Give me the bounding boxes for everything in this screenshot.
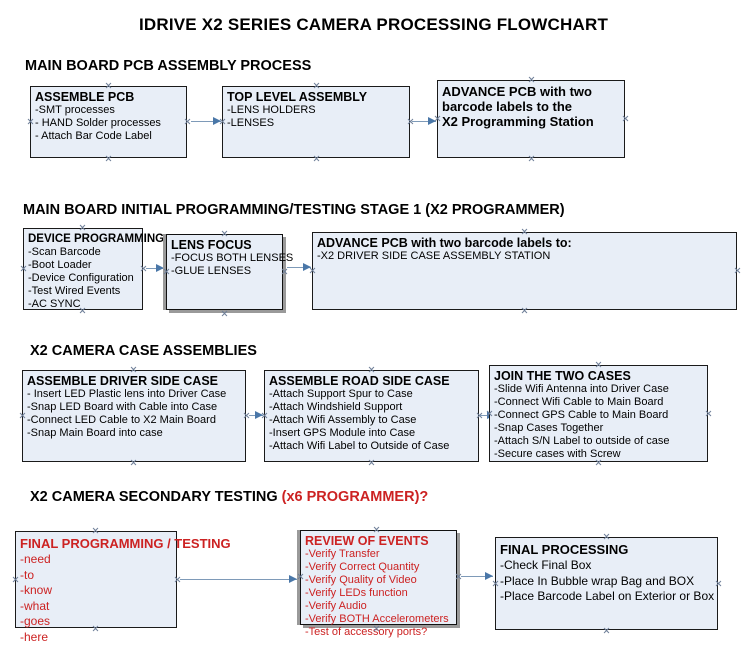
node-header: DEVICE PROGRAMMING — [28, 233, 165, 245]
node-line: -Place Barcode Label on Exterior or Box — [500, 589, 715, 603]
node-line: -here — [20, 629, 49, 644]
page-title: IDRIVE X2 SERIES CAMERA PROCESSING FLOWC… — [138, 15, 609, 34]
node-header: FINAL PROCESSING — [500, 542, 629, 557]
arrow-driver-side-to-road-side — [249, 411, 263, 420]
node-join-the-two-cases[interactable]: JOIN THE TWO CASES -Slide Wifi Antenna i… — [489, 365, 708, 462]
node-header: ASSEMBLE DRIVER SIDE CASE — [27, 374, 219, 388]
node-header: ASSEMBLE ROAD SIDE CASE — [269, 374, 450, 388]
node-header: REVIEW OF EVENTS — [305, 534, 429, 548]
node-line: -Slide Wifi Antenna into Driver Case — [494, 383, 669, 395]
node-header: LENS FOCUS — [171, 238, 252, 252]
section-heading-x2-camera-secondary-testing: X2 CAMERA SECONDARY TESTING (x6 PROGRAMM… — [30, 489, 428, 505]
arrow-review-of-events-to-final-processing — [461, 572, 493, 581]
node-line: -Place In Bubble wrap Bag and BOX — [500, 573, 695, 588]
arrow-device-programming-to-lens-focus — [146, 264, 164, 273]
node-line: -LENS HOLDERS — [227, 104, 316, 116]
node-advance-pcb-x2-programming-station[interactable]: ADVANCE PCB with two barcode labels to t… — [437, 80, 625, 158]
node-line: -Check Final Box — [500, 558, 592, 572]
node-final-programming-testing[interactable]: FINAL PROGRAMMING / TESTING -need -to -k… — [15, 531, 231, 644]
node-line: -Verify Audio — [305, 600, 367, 612]
node-line: -Attach S/N Label to outside of case — [494, 435, 670, 447]
node-header: ADVANCE PCB with two barcode labels to: — [317, 236, 572, 250]
node-line: -Connect LED Cable to X2 Main Board — [27, 414, 216, 426]
node-line: - Insert LED Plastic lens into Driver Ca… — [27, 388, 227, 400]
section-heading-main-board-initial-programming: MAIN BOARD INITIAL PROGRAMMING/TESTING S… — [23, 202, 565, 218]
node-line: -to — [20, 567, 35, 582]
node-line: -FOCUS BOTH LENSES — [171, 252, 294, 264]
node-line: -Verify Correct Quantity — [305, 561, 420, 573]
arrow-top-level-assembly-to-advance-pcb — [412, 117, 436, 126]
node-line: -Connect Wifi Cable to Main Board — [494, 396, 664, 408]
node-line: -what — [20, 598, 50, 613]
node-final-processing[interactable]: FINAL PROCESSING -Check Final Box -Place… — [495, 537, 718, 630]
node-line: -Device Configuration — [28, 272, 134, 284]
node-assemble-pcb[interactable]: ASSEMBLE PCB -SMT processes - HAND Solde… — [30, 86, 187, 158]
node-header: FINAL PROGRAMMING / TESTING — [20, 536, 231, 551]
node-line: -Snap Main Board into case — [27, 427, 163, 439]
node-line: -Secure cases with Screw — [494, 448, 621, 460]
node-line: - HAND Solder processes — [35, 117, 161, 129]
node-assemble-road-side-case[interactable]: ASSEMBLE ROAD SIDE CASE -Attach Support … — [264, 370, 479, 462]
node-line: -know — [20, 583, 53, 597]
node-line: -GLUE LENSES — [171, 265, 252, 277]
arrow-final-programming-to-review-of-events — [180, 575, 297, 584]
node-line: -Verify Quality of Video — [305, 574, 417, 586]
connector-handle-bottom[interactable] — [221, 310, 228, 317]
node-line: - Attach Bar Code Label — [35, 130, 152, 142]
node-line: -Attach Wifi Label to Outside of Case — [269, 440, 450, 452]
node-line: -need — [20, 552, 51, 566]
section-heading-accent: (x6 PROGRAMMER)? — [281, 489, 429, 505]
node-line: -Connect GPS Cable to Main Board — [494, 409, 669, 421]
node-line: -Verify Transfer — [305, 548, 380, 560]
section-heading-text: X2 CAMERA SECONDARY TESTING — [30, 489, 282, 505]
node-line: -SMT processes — [35, 104, 115, 116]
node-line: -Test Wired Events — [28, 285, 121, 297]
node-line: -Verify LEDs function — [305, 587, 408, 599]
node-line: -Attach Wifi Assembly to Case — [269, 414, 417, 426]
node-line: -LENSES — [227, 117, 275, 129]
node-line: -AC SYNC — [28, 298, 81, 310]
arrow-assemble-pcb-to-top-level-assembly — [191, 117, 221, 126]
node-advance-pcb-driver-side-case[interactable]: ADVANCE PCB with two barcode labels to: … — [312, 232, 737, 310]
node-header: ASSEMBLE PCB — [35, 90, 135, 104]
node-header: TOP LEVEL ASSEMBLY — [227, 90, 368, 104]
node-line: -Insert GPS Module into Case — [269, 427, 416, 439]
node-line: -goes — [20, 614, 51, 628]
section-heading-main-board-pcb-assembly: MAIN BOARD PCB ASSEMBLY PROCESS — [25, 58, 311, 74]
node-line: -Snap Cases Together — [494, 422, 604, 434]
section-heading-text: X2 CAMERA CASE ASSEMBLIES — [30, 343, 257, 359]
node-top-level-assembly[interactable]: TOP LEVEL ASSEMBLY -LENS HOLDERS -LENSES — [222, 86, 410, 158]
node-header: JOIN THE TWO CASES — [494, 369, 631, 383]
node-line: -Attach Support Spur to Case — [269, 388, 413, 400]
node-line: -Attach Windshield Support — [269, 401, 403, 413]
node-line: X2 Programming Station — [442, 114, 594, 129]
node-line: barcode labels to the — [442, 99, 573, 114]
node-line: -Boot Loader — [28, 259, 92, 271]
section-heading-x2-camera-case-assemblies: X2 CAMERA CASE ASSEMBLIES — [30, 343, 257, 359]
node-line: -Scan Barcode — [28, 246, 101, 258]
node-line: -Snap LED Board with Cable into Case — [27, 401, 218, 413]
node-lens-focus[interactable]: LENS FOCUS -FOCUS BOTH LENSES -GLUE LENS… — [166, 234, 294, 310]
node-review-of-events[interactable]: REVIEW OF EVENTS -Verify Transfer -Verif… — [300, 530, 457, 638]
node-device-programming[interactable]: DEVICE PROGRAMMING -Scan Barcode -Boot L… — [23, 228, 165, 310]
node-header: ADVANCE PCB with two — [442, 84, 592, 99]
node-line-overflow: -Test of accessory ports? — [305, 626, 428, 638]
section-heading-text: MAIN BOARD PCB ASSEMBLY PROCESS — [25, 58, 312, 74]
arrow-lens-focus-to-advance-pcb-driver-side — [287, 263, 311, 272]
node-line: -X2 DRIVER SIDE CASE ASSEMBLY STATION — [317, 250, 551, 262]
node-line: -Verify BOTH Accelerometers — [305, 613, 449, 625]
section-heading-text: MAIN BOARD INITIAL PROGRAMMING/TESTING S… — [23, 202, 565, 218]
node-assemble-driver-side-case[interactable]: ASSEMBLE DRIVER SIDE CASE - Insert LED P… — [22, 370, 246, 462]
